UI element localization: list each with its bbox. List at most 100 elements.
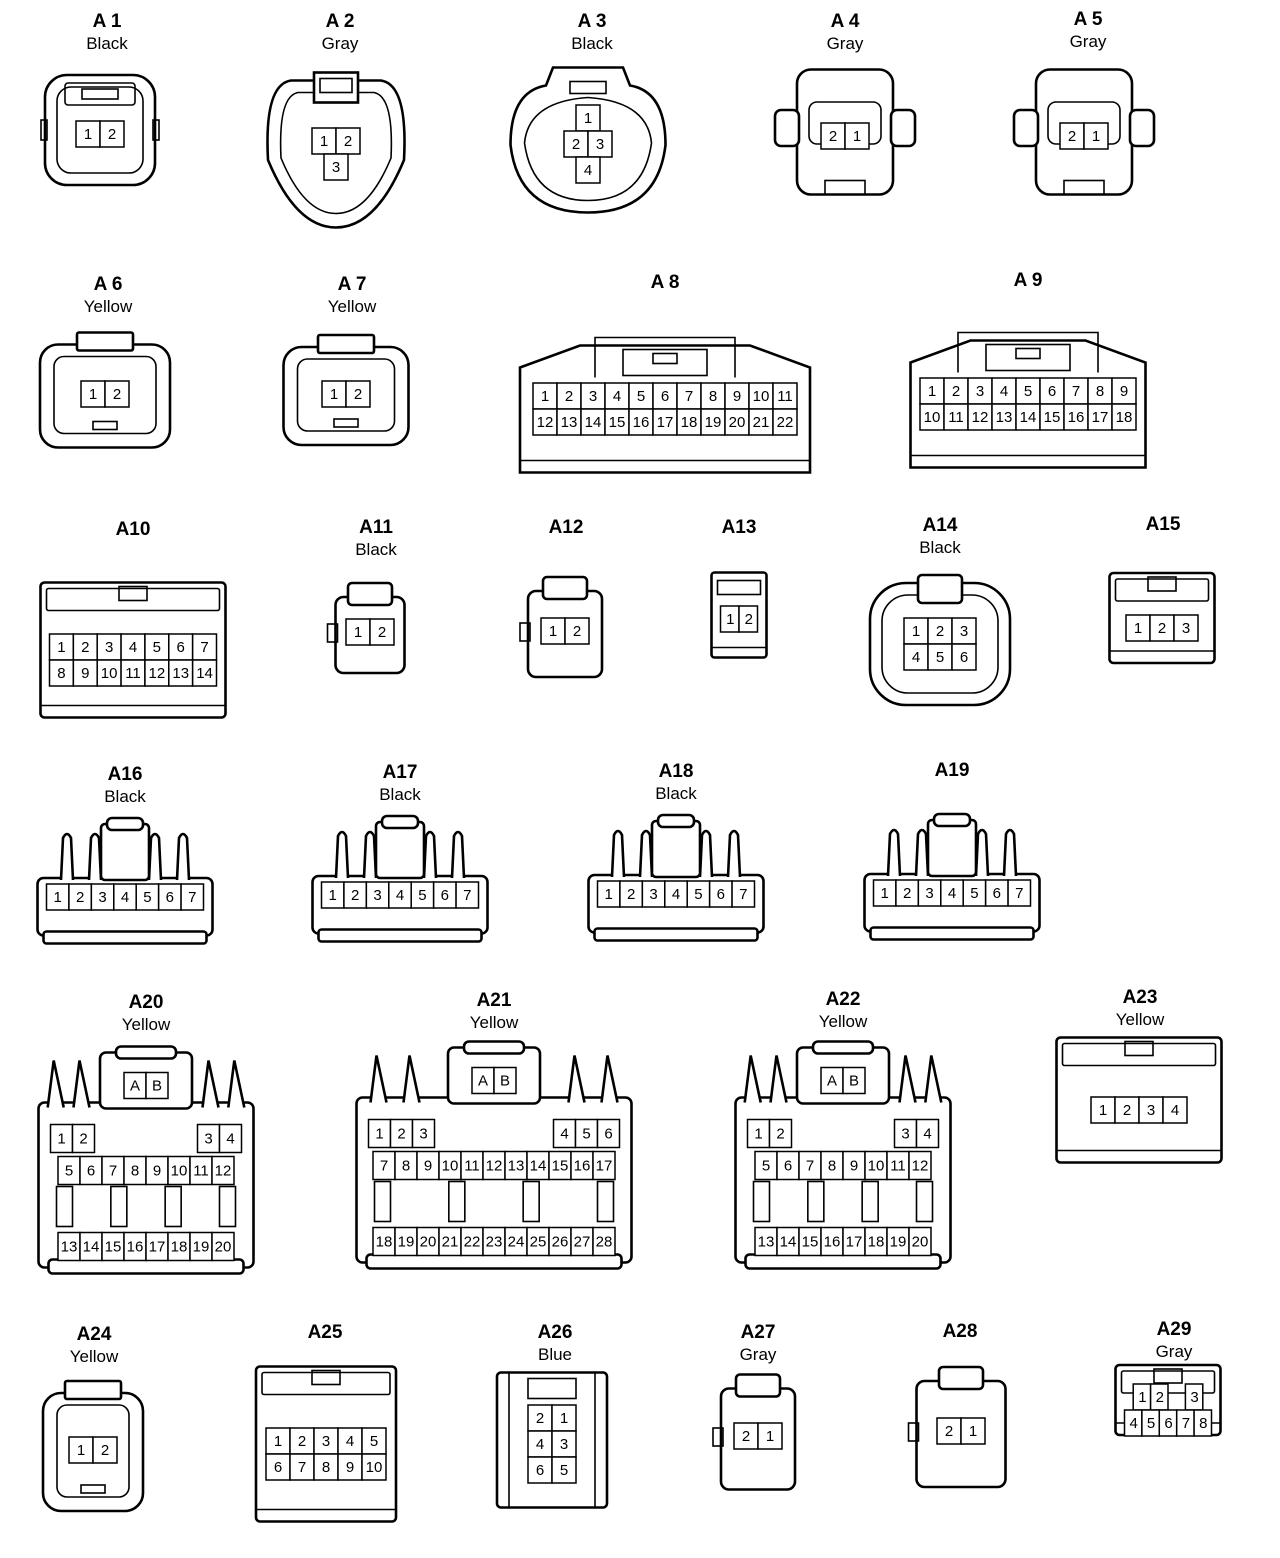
pin-cell — [1149, 614, 1175, 642]
pin-number: 1 — [928, 383, 936, 400]
pin-number: 2 — [745, 611, 753, 628]
pin-number: 3 — [960, 623, 968, 640]
pin-cell — [676, 408, 702, 436]
pin-number: 4 — [1130, 1415, 1138, 1432]
pin-number: 13 — [758, 1234, 775, 1251]
pin-number: 8 — [709, 388, 717, 405]
pin-cell — [1114, 1096, 1140, 1124]
connector-color: Gray — [740, 1345, 777, 1364]
pin-number: 1 — [1138, 1389, 1146, 1406]
connector-id: A 6 — [94, 274, 123, 295]
pin-number: 4 — [912, 649, 920, 666]
pin-number: 5 — [936, 649, 944, 666]
pin-cell — [345, 380, 371, 408]
ab-cell: A — [130, 1078, 140, 1095]
pin-cell — [337, 1427, 363, 1455]
pin-number: 7 — [380, 1158, 388, 1175]
pin-number: 6 — [1048, 383, 1056, 400]
pin-number: 6 — [993, 885, 1001, 902]
pin-number: 2 — [936, 623, 944, 640]
pin-number: 4 — [672, 886, 680, 903]
pin-number: 1 — [1092, 128, 1100, 145]
pin-number: 14 — [196, 665, 213, 682]
connector-id: A16 — [108, 764, 143, 785]
pin-number: 7 — [463, 887, 471, 904]
pin-number: 4 — [613, 388, 621, 405]
pin-number: 6 — [87, 1163, 95, 1180]
pin-cell — [527, 1456, 553, 1484]
pin-number: 5 — [637, 388, 645, 405]
pin-cell — [768, 1118, 793, 1149]
pin-number: 2 — [573, 623, 581, 640]
pin-cell — [527, 1404, 553, 1432]
pin-cell — [321, 380, 347, 408]
pin-number: 20 — [215, 1239, 232, 1256]
pin-number: 18 — [171, 1239, 188, 1256]
pin-cell — [951, 617, 977, 645]
connector-id: A 1 — [93, 11, 122, 32]
pin-cell — [218, 1123, 243, 1154]
ab-cell: A — [478, 1073, 488, 1090]
pin-number: 1 — [354, 624, 362, 641]
pin-number: 18 — [1116, 409, 1133, 426]
pin-number: 28 — [596, 1234, 613, 1251]
pin-number: 16 — [127, 1239, 144, 1256]
pin-cell — [369, 618, 395, 646]
pin-number: 6 — [441, 887, 449, 904]
connector-color: Yellow — [470, 1013, 519, 1032]
pin-number: 3 — [1190, 1389, 1198, 1406]
pin-cell — [575, 156, 601, 184]
pin-number: 2 — [113, 386, 121, 403]
pin-number: 1 — [329, 887, 337, 904]
pin-number: 8 — [828, 1158, 836, 1175]
pin-number: 11 — [464, 1158, 480, 1175]
pin-number: 7 — [200, 639, 208, 656]
pin-number: 10 — [101, 665, 118, 682]
pin-cell — [345, 618, 371, 646]
pin-number: 21 — [753, 414, 770, 431]
pin-number: 13 — [508, 1158, 525, 1175]
pin-number: 19 — [705, 414, 722, 431]
pin-number: 7 — [685, 388, 693, 405]
connector-color: Yellow — [122, 1015, 171, 1034]
pin-number: 20 — [729, 414, 746, 431]
pin-number: 5 — [1024, 383, 1032, 400]
pin-number: 23 — [486, 1234, 503, 1251]
pin-cell — [592, 1226, 616, 1257]
pin-number: 8 — [1096, 383, 1104, 400]
pin-number: 4 — [560, 1126, 568, 1143]
pin-number: 6 — [1164, 1415, 1172, 1432]
pin-number: 5 — [65, 1163, 73, 1180]
pin-number: 15 — [552, 1158, 569, 1175]
pin-cell — [772, 408, 798, 436]
pin-number: 3 — [901, 1126, 909, 1143]
connector-id: A14 — [923, 515, 958, 536]
pin-number: 3 — [1147, 1102, 1155, 1119]
pin-number: 3 — [98, 889, 106, 906]
connector-id: A11 — [359, 517, 393, 538]
connector-id: A12 — [549, 517, 584, 538]
pin-cell — [99, 120, 125, 148]
pin-cell — [1015, 377, 1041, 405]
pin-number: 25 — [530, 1234, 547, 1251]
connector-color: Yellow — [70, 1347, 119, 1366]
pin-number: 4 — [584, 162, 592, 179]
connector-id: A17 — [383, 762, 418, 783]
pin-cell — [1007, 879, 1032, 907]
pin-number: 5 — [153, 639, 161, 656]
pin-number: 1 — [1099, 1102, 1107, 1119]
pin-number: 14 — [1020, 409, 1037, 426]
pin-number: 11 — [948, 409, 964, 426]
pin-number: 1 — [881, 885, 889, 902]
pin-number: 7 — [298, 1459, 306, 1476]
pin-cell — [915, 1118, 940, 1149]
pin-number: 6 — [661, 388, 669, 405]
ab-cell: A — [827, 1073, 837, 1090]
connector-id: A29 — [1157, 1319, 1192, 1340]
pin-cell — [92, 1436, 118, 1464]
pin-cell — [919, 403, 945, 431]
pin-cell — [842, 1066, 866, 1095]
